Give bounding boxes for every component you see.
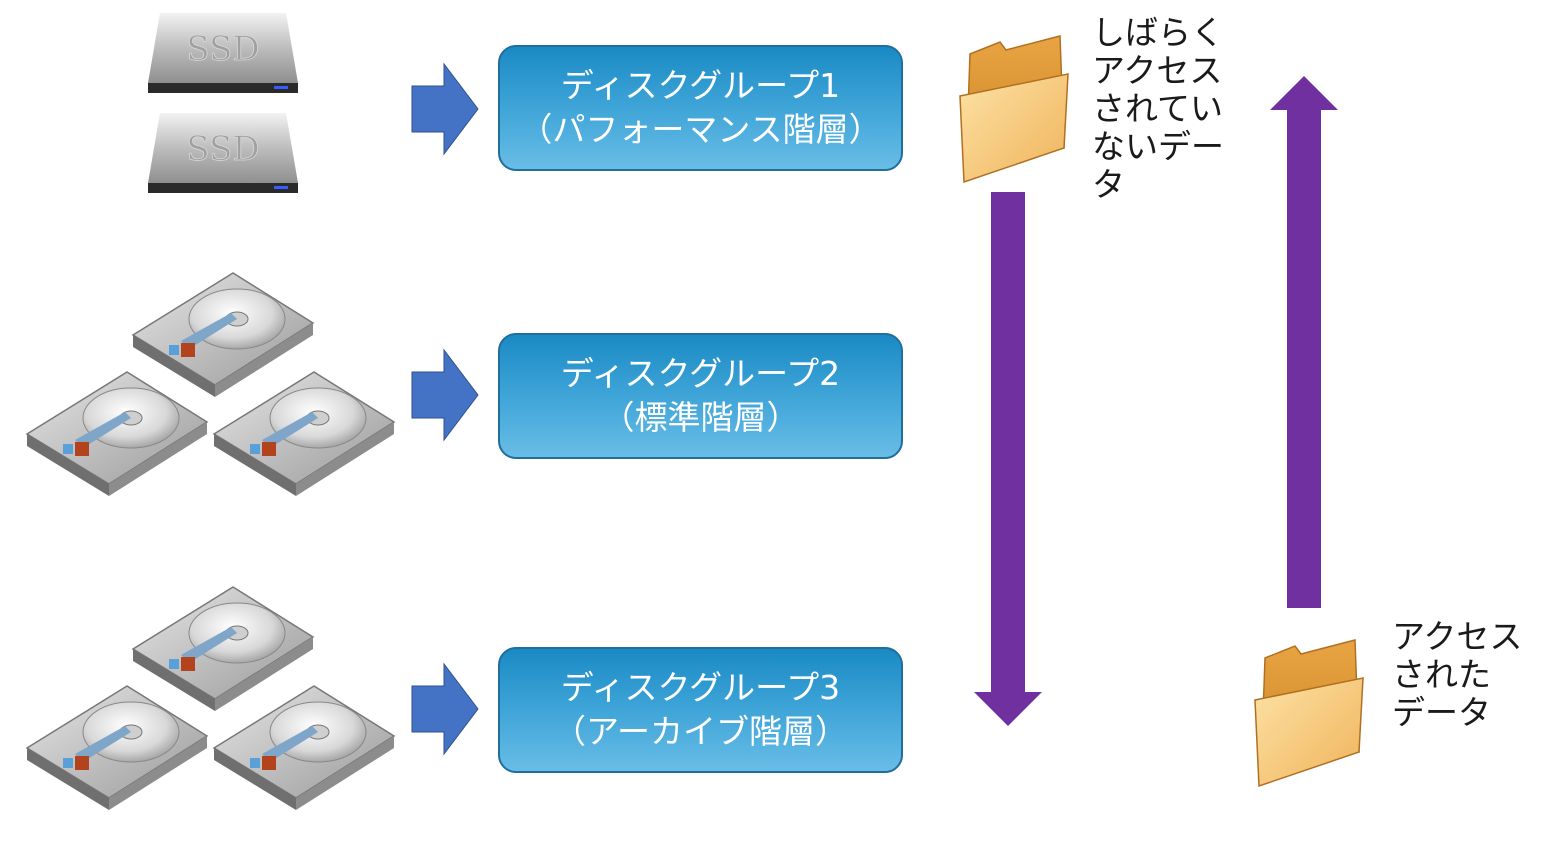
hot-data-label: アクセス された データ: [1392, 617, 1523, 732]
arrow-right-icon: [411, 62, 479, 156]
cold-data-label: しばらく アクセス されてい ないデー タ: [1092, 13, 1224, 204]
arrow-down-icon: [974, 192, 1042, 726]
disk-group-subtitle: （アーカイブ階層）: [552, 712, 849, 751]
ssd-label: SSD: [186, 29, 259, 69]
arrow-right-icon: [411, 662, 479, 756]
disk-group-title: ディスクグループ1: [560, 66, 841, 105]
hdd-icon: [213, 371, 395, 497]
folder-icon: [959, 35, 1069, 183]
disk-group-1: ディスクグループ1 （パフォーマンス階層）: [498, 45, 903, 171]
disk-group-title: ディスクグループ2: [560, 354, 841, 393]
ssd-icon: SSD: [148, 113, 298, 193]
hdd-icon: [26, 685, 208, 811]
hdd-icon: [26, 371, 208, 497]
disk-group-title: ディスクグループ3: [560, 668, 841, 707]
ssd-icon: SSD: [148, 13, 298, 93]
disk-group-2: ディスクグループ2 （標準階層）: [498, 333, 903, 459]
arrow-right-icon: [411, 348, 479, 442]
disk-group-subtitle: （標準階層）: [601, 398, 800, 437]
disk-group-3: ディスクグループ3 （アーカイブ階層）: [498, 647, 903, 773]
ssd-label: SSD: [186, 129, 259, 169]
folder-icon: [1254, 639, 1364, 787]
disk-group-subtitle: （パフォーマンス階層）: [519, 110, 882, 149]
arrow-up-icon: [1270, 76, 1338, 608]
hdd-icon: [213, 685, 395, 811]
